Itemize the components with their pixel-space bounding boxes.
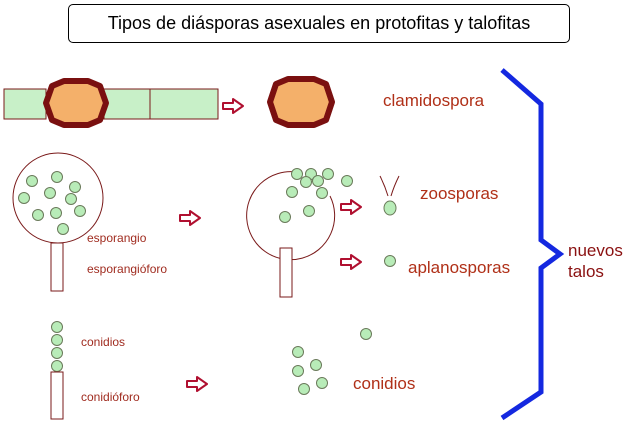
label-conidios: conidios — [81, 335, 126, 349]
conidiophore-structure — [50, 321, 64, 420]
zoospore-flagella — [379, 175, 400, 197]
sporangium-spores — [18, 171, 86, 235]
sporangiophore-stalk — [50, 242, 64, 292]
arrow-conidia — [186, 376, 208, 392]
title-box: Tipos de diásporas asexuales en protofit… — [68, 4, 570, 43]
arrow-zoospores — [340, 199, 362, 215]
arrow-sporangium — [179, 210, 201, 226]
zoospore-body — [383, 200, 397, 216]
filament-cell-right-1 — [103, 88, 151, 120]
conidiophore-stalk — [50, 371, 64, 420]
label-talos: talos — [568, 262, 604, 281]
arrow-chlamydospore — [222, 98, 244, 114]
free-conidia — [292, 328, 372, 395]
label-esporangio: esporangio — [87, 231, 147, 245]
conidia-chain — [51, 321, 63, 372]
open-sporangiophore-stalk — [279, 247, 293, 298]
label-esporangioforo: esporangióforo — [87, 262, 168, 276]
diagram-title: Tipos de diásporas asexuales en protofit… — [107, 13, 531, 33]
sporangium — [12, 152, 104, 292]
label-nuevos: nuevos — [568, 241, 623, 260]
label-nuevos-talos: nuevos talos — [568, 240, 623, 282]
chlamydospore-in-filament — [43, 78, 109, 128]
filament — [3, 78, 219, 128]
aplanospore — [384, 255, 396, 267]
label-conidios-result: conidios — [353, 374, 416, 393]
released-spores — [279, 168, 353, 223]
label-aplanosporas: aplanosporas — [408, 258, 511, 277]
blue-brace — [500, 68, 565, 421]
chlamydospore-free — [267, 76, 335, 128]
label-zoosporas: zoosporas — [420, 184, 499, 203]
filament-cell-right-2 — [149, 88, 219, 120]
label-conidioforo: conidióforo — [81, 390, 140, 404]
filament-cell-left — [3, 88, 47, 120]
dehiscing-sporangium — [246, 168, 353, 298]
zoospore — [379, 175, 400, 216]
label-clamidospora: clamidospora — [383, 91, 485, 110]
arrow-aplanospores — [340, 254, 362, 270]
